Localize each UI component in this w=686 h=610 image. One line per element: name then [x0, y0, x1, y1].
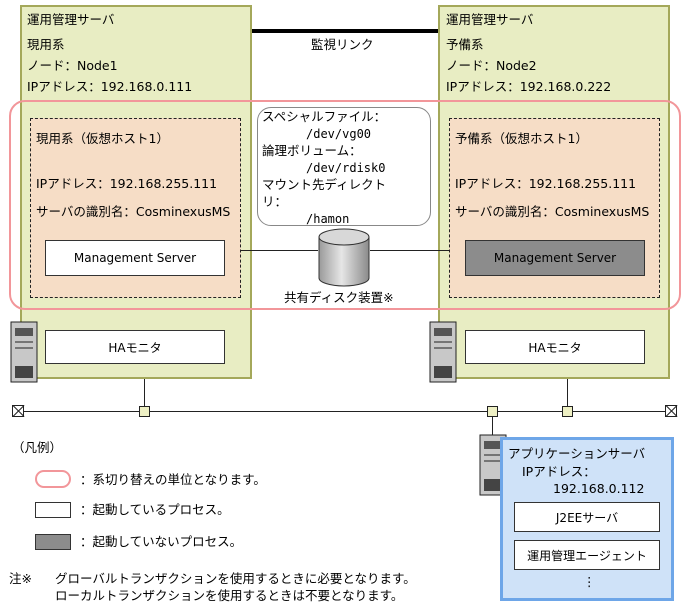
network-terminator-left-icon [12, 405, 24, 417]
legend-running-text: ：起動しているプロセス。 [80, 502, 230, 517]
note-line-1: グローバルトランザクションを使用するときに必要となります。 [55, 571, 416, 586]
legend-stopped-swatch [35, 534, 71, 550]
special-file-box [257, 107, 431, 226]
primary-management-server-process: Management Server [45, 240, 225, 276]
mount-dir-label: マウント先ディレクト [262, 177, 387, 192]
mount-dir-label-cont: リ： [262, 194, 288, 209]
standby-network-node [562, 406, 573, 417]
note-line-2: ローカルトランザクションを使用するときは不要となります。 [55, 588, 404, 603]
app-server-ip-label: IPアドレス： [522, 464, 596, 479]
primary-ha-monitor: HAモニタ [45, 330, 225, 364]
j2ee-server-process: J2EEサーバ [514, 502, 660, 532]
app-server-title: アプリケーションサーバ [508, 446, 646, 461]
logical-volume-label: 論理ボリューム： [262, 143, 362, 158]
special-file-label: スペシャルファイル： [262, 109, 387, 124]
monitor-link-label: 監視リンク [311, 37, 374, 52]
special-file-path: /dev/vg00 [306, 127, 372, 141]
primary-server-title: 運用管理サーバ [27, 12, 115, 27]
standby-server-ip: IPアドレス：192.168.0.222 [446, 79, 612, 94]
primary-computer-icon [10, 321, 38, 383]
standby-server-role: 予備系 [446, 37, 484, 52]
logical-volume-path: /dev/rdisk0 [306, 161, 386, 175]
primary-virtual-host-server-name: サーバの識別名：CosminexusMS [36, 204, 231, 219]
legend-unit-text: ：系切り替えの単位となります。 [80, 472, 266, 487]
management-agent-process: 運用管理エージェント [514, 540, 660, 570]
primary-server-role: 現用系 [27, 37, 65, 52]
legend-title: （凡例） [12, 440, 63, 455]
shared-disk-label: 共有ディスク装置※ [284, 290, 394, 305]
monitor-link-line [252, 29, 438, 33]
standby-virtual-host-server-name: サーバの識別名：CosminexusMS [455, 204, 650, 219]
standby-management-server-process: Management Server [465, 240, 645, 276]
shared-disk-icon [318, 228, 370, 287]
standby-server-node: ノード：Node2 [446, 58, 537, 73]
standby-computer-icon [429, 321, 457, 383]
primary-drop-line [144, 379, 145, 407]
app-server-ip: 192.168.0.112 [553, 481, 645, 496]
network-terminator-right-icon [665, 405, 677, 417]
app-server-drop-line [492, 416, 493, 436]
standby-ha-monitor: HAモニタ [465, 330, 645, 364]
network-bus [18, 411, 670, 412]
standby-virtual-host-ip: IPアドレス：192.168.255.111 [455, 176, 637, 191]
app-server-network-node [487, 406, 498, 417]
primary-network-node [139, 406, 150, 417]
disk-connection-right [370, 250, 449, 251]
legend-running-swatch [35, 502, 71, 518]
failover-unit-frame [9, 100, 681, 310]
mount-dir-path: /hamon [306, 212, 350, 226]
legend-stopped-text: ：起動していないプロセス。 [80, 534, 243, 549]
standby-drop-line [567, 379, 568, 407]
primary-server-ip: IPアドレス：192.168.0.111 [27, 79, 193, 94]
disk-connection-left [241, 250, 318, 251]
primary-virtual-host-ip: IPアドレス：192.168.255.111 [36, 176, 218, 191]
note-mark: 注※ [9, 571, 32, 586]
app-server-more: ⋮ [583, 574, 596, 589]
legend-unit-swatch [35, 470, 71, 488]
standby-server-title: 運用管理サーバ [446, 12, 534, 27]
primary-server-node: ノード：Node1 [27, 58, 118, 73]
primary-virtual-host-title: 現用系（仮想ホスト1） [36, 131, 169, 146]
standby-virtual-host-title: 予備系（仮想ホスト1） [455, 131, 588, 146]
